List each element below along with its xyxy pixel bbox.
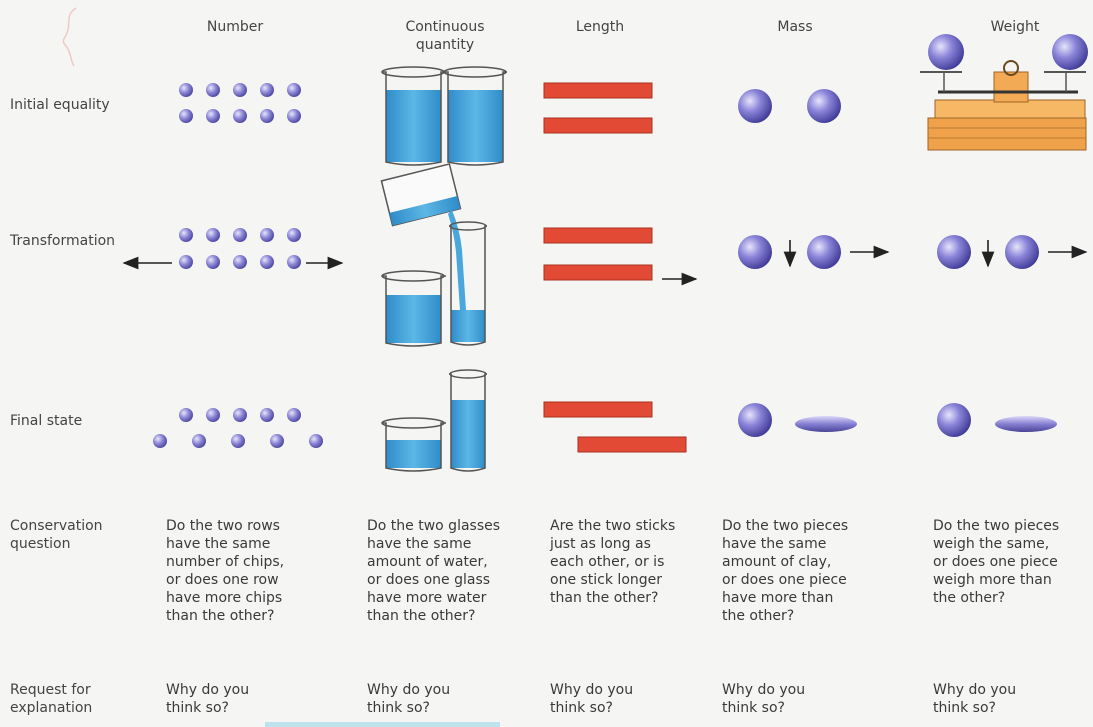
- continuous-final-glasses: [381, 369, 487, 472]
- tilted-glass: [380, 163, 462, 227]
- pour-stream: [448, 210, 466, 310]
- chip-row-bottom: [179, 109, 301, 123]
- length-final-sticks: [543, 401, 687, 453]
- length-initial-sticks: [543, 82, 653, 134]
- glass-wide-final: [381, 417, 446, 472]
- question-number: Do the two rows have the same number of …: [166, 518, 285, 624]
- glass-right: [443, 66, 507, 166]
- row-label-transformation: Transformation: [10, 233, 116, 249]
- chip-row-top: [179, 83, 301, 97]
- row-label-request: Request for explanation: [10, 682, 93, 716]
- question-continuous: Do the two glasses have the same amount …: [367, 518, 501, 624]
- number-transformation-chips: [122, 228, 344, 270]
- explanation-continuous: Why do you think so?: [367, 682, 451, 716]
- glass-tall-final: [449, 369, 487, 472]
- column-header-continuous: Continuous quantity: [405, 19, 485, 53]
- glass-tall: [449, 221, 487, 346]
- glass-wide: [381, 270, 446, 347]
- weight-initial-scale: [920, 34, 1088, 151]
- question-weight: Do the two pieces weigh the same, or doe…: [933, 518, 1060, 606]
- column-header-length: Length: [575, 19, 625, 35]
- mass-transformation-balls: [738, 235, 890, 269]
- mass-final-pieces: [738, 403, 857, 437]
- explanation-weight: Why do you think so?: [933, 682, 1017, 716]
- mass-initial-balls: [738, 89, 841, 123]
- explanation-mass: Why do you think so?: [722, 682, 806, 716]
- row-label-final: Final state: [10, 413, 83, 429]
- bracket-mark: [62, 7, 77, 67]
- continuous-initial-glasses: [381, 66, 507, 166]
- weight-final-pieces: [937, 403, 1057, 437]
- explanation-length: Why do you think so?: [550, 682, 634, 716]
- faint-bar: [265, 722, 500, 727]
- question-mass: Do the two pieces have the same amount o…: [722, 518, 849, 624]
- column-header-number: Number: [206, 19, 264, 35]
- continuous-transformation-glasses: [380, 163, 487, 347]
- question-length: Are the two sticks just as long as each …: [550, 518, 676, 606]
- number-initial-chips: [179, 83, 301, 123]
- weight-transformation-balls: [937, 235, 1088, 269]
- glass-left: [381, 66, 446, 166]
- explanation-number: Why do you think so?: [166, 682, 250, 716]
- number-final-chips: [153, 408, 323, 448]
- column-header-mass: Mass: [777, 19, 813, 35]
- length-transformation-sticks: [543, 227, 698, 286]
- column-header-weight: Weight: [990, 19, 1040, 35]
- row-label-question: Conservation question: [10, 518, 103, 552]
- row-label-initial: Initial equality: [10, 97, 110, 113]
